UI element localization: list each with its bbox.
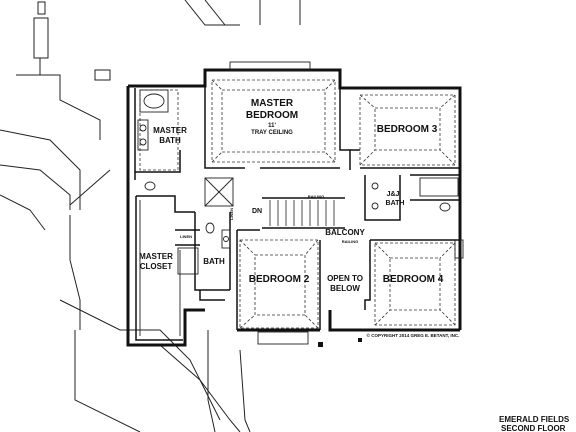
label-master-closet-1: MASTER: [139, 252, 173, 261]
label-linen-2: LINEN: [229, 208, 234, 220]
label-open-to-below-2: BELOW: [330, 284, 360, 293]
label-open-to-below-1: OPEN TO: [327, 274, 363, 283]
label-balcony: BALCONY: [325, 228, 365, 237]
markers: [318, 338, 362, 347]
label-master-bath-2: BATH: [159, 136, 181, 145]
label-master-closet-2: CLOSET: [140, 262, 173, 271]
fixtures: [137, 61, 464, 345]
label-bath: BATH: [203, 257, 225, 266]
label-master-bath-1: MASTER: [153, 126, 187, 135]
interior-walls: [134, 86, 460, 341]
label-master-bedroom-height: 11': [268, 123, 276, 129]
label-railing-top: RAILING: [308, 194, 324, 199]
label-master-bedroom-2: BEDROOM: [246, 110, 298, 121]
caption-line-1: EMERALD FIELDS: [499, 415, 570, 424]
stair-treads: [269, 200, 335, 226]
label-master-bedroom-1: MASTER: [251, 98, 294, 109]
copyright-notice: © COPYRIGHT 2014 GREG E. BETANT, INC.: [367, 332, 460, 338]
label-linen: LINEN: [180, 234, 192, 239]
label-bedroom-3: BEDROOM 3: [377, 124, 438, 135]
caption-line-2: SECOND FLOOR: [501, 424, 566, 432]
roof-lines: [0, 0, 301, 432]
tray-ceilings: [139, 79, 456, 329]
label-bedroom-2: BEDROOM 2: [249, 274, 310, 285]
label-railing-bottom: RAILING: [342, 239, 358, 244]
label-dn: DN: [252, 208, 262, 215]
label-jj-bath-2: BATH: [386, 200, 405, 207]
label-jj-bath-1: J&J: [387, 191, 400, 198]
label-bedroom-4: BEDROOM 4: [383, 274, 444, 285]
label-master-bedroom-ceiling: TRAY CEILING: [251, 130, 293, 136]
